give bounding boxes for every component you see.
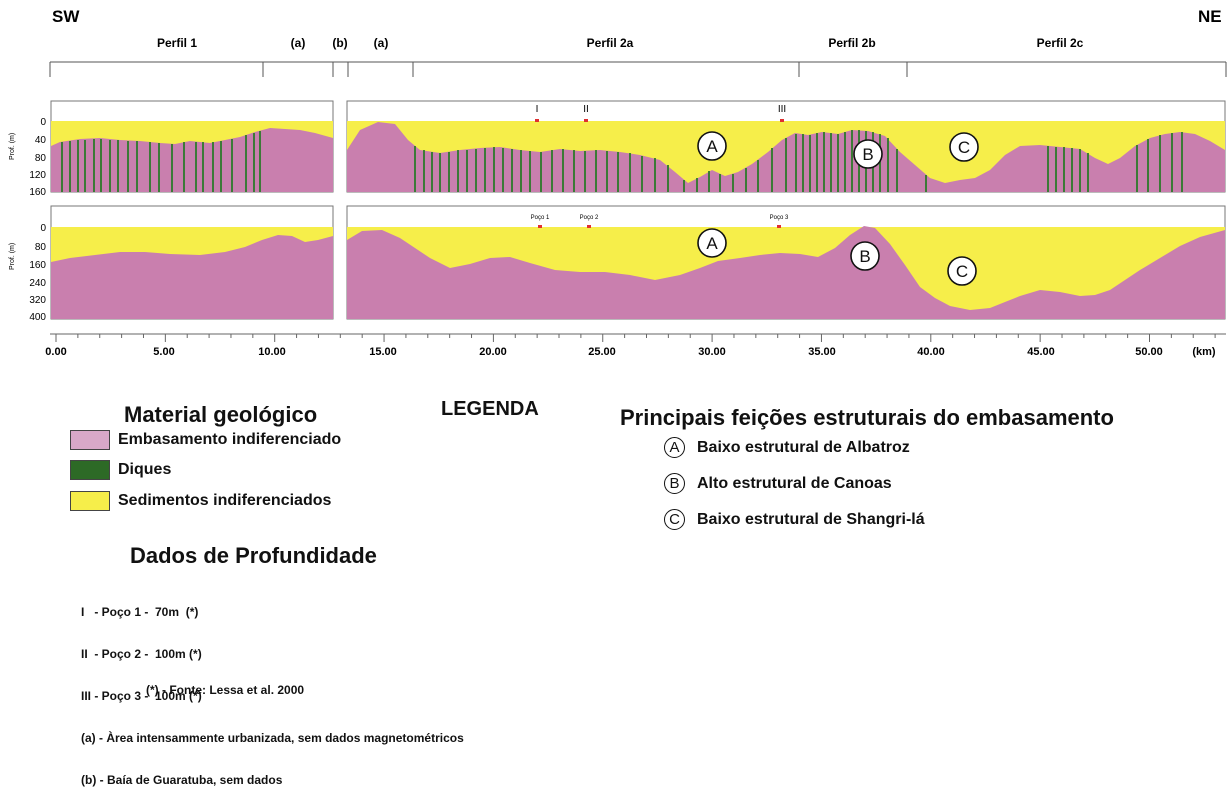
depth-line: (b) - Baía de Guaratuba, sem dados <box>81 773 283 787</box>
depth-title: Dados de Profundidade <box>130 543 377 568</box>
svg-text:0: 0 <box>40 223 46 234</box>
x-tick-20: 20.00 <box>479 346 507 358</box>
feature-a-bottom <box>697 228 727 258</box>
profile-brackets <box>49 61 1227 77</box>
top-y-label: Prof. (m) <box>9 133 16 160</box>
legend-item-basement: Embasamento indiferenciado <box>70 430 341 450</box>
depth-line: III - Poço 3 - 100m (*) <box>81 689 202 703</box>
basement-swatch <box>70 430 110 450</box>
label-a-right: (a) <box>374 36 389 50</box>
legend-struct-b: B Alto estrutural de Canoas <box>664 473 892 494</box>
label-a-left: (a) <box>291 36 306 50</box>
sw-label: SW <box>52 7 80 26</box>
feature-a-top <box>697 131 727 161</box>
x-tick-10: 10.00 <box>258 346 286 358</box>
bottom-y-label: Prof. (m) <box>9 243 16 270</box>
svg-text:80: 80 <box>35 242 47 253</box>
x-tick-0: 0.00 <box>45 346 66 358</box>
depth-line: I - Poço 1 - 70m (*) <box>81 605 199 619</box>
dikes-perfil-1 <box>61 131 261 192</box>
x-axis: 0.00 5.00 10.00 15.00 20.00 25.00 30.00 … <box>45 333 1226 358</box>
dikes-perfil-2 <box>414 130 1183 192</box>
legend-item-dikes: Diques <box>70 460 171 480</box>
legend-struct-a: A Baixo estrutural de Albatroz <box>664 437 910 458</box>
ne-label: NE <box>1198 7 1222 26</box>
top-y-axis: 0 40 80 120 160 <box>29 117 46 198</box>
svg-text:80: 80 <box>35 153 47 164</box>
x-tick-45: 45.00 <box>1027 346 1055 358</box>
x-tick-25: 25.00 <box>588 346 616 358</box>
bottom-panel: Poço 1 Poço 2 Poço 3 A B C 0 80 160 240 … <box>9 205 1226 323</box>
feature-b-bottom <box>850 241 880 271</box>
svg-text:A: A <box>706 234 718 253</box>
svg-text:C: C <box>958 138 970 157</box>
x-unit: (km) <box>1192 346 1216 358</box>
feature-b-top <box>853 139 883 169</box>
svg-text:160: 160 <box>29 187 46 198</box>
svg-text:240: 240 <box>29 278 46 289</box>
svg-text:40: 40 <box>35 135 47 146</box>
feature-c-top <box>949 132 979 162</box>
bottom-y-axis: 0 80 160 240 320 400 <box>29 223 46 323</box>
svg-text:320: 320 <box>29 295 46 306</box>
svg-text:A: A <box>706 137 718 156</box>
well-mark-i: I <box>536 104 539 115</box>
label-perfil-1: Perfil 1 <box>157 36 197 50</box>
x-tick-50: 50.00 <box>1135 346 1163 358</box>
x-tick-30: 30.00 <box>698 346 726 358</box>
struct-title: Principais feições estruturais do embasa… <box>620 405 1114 430</box>
x-tick-35: 35.00 <box>808 346 836 358</box>
well-label-poco-2: Poço 2 <box>580 215 599 221</box>
material-title: Material geológico <box>124 402 318 427</box>
legend-item-sediments: Sedimentos indiferenciados <box>70 491 331 511</box>
svg-text:400: 400 <box>29 312 46 323</box>
legend-struct-c: C Baixo estrutural de Shangri-lá <box>664 509 925 530</box>
label-perfil-2a: Perfil 2a <box>587 36 634 50</box>
svg-text:120: 120 <box>29 170 46 181</box>
well-label-poco-1: Poço 1 <box>531 215 550 221</box>
svg-text:160: 160 <box>29 260 46 271</box>
svg-text:B: B <box>862 145 873 164</box>
x-tick-5: 5.00 <box>153 346 174 358</box>
well-mark-ii: II <box>583 104 589 115</box>
label-perfil-2b: Perfil 2b <box>828 36 875 50</box>
label-b: (b) <box>332 36 347 50</box>
depth-line: II - Poço 2 - 100m (*) <box>81 647 202 661</box>
legend-title: LEGENDA <box>441 398 539 420</box>
svg-text:B: B <box>859 247 870 266</box>
well-mark-iii: III <box>778 104 786 115</box>
geologic-profile-figure: SW NE Perfil 1 (a) (b) (a) Perfil 2a Per… <box>9 7 1227 358</box>
top-panel: I II III A B C 0 40 80 120 160 Prof. (m) <box>9 100 1226 198</box>
x-tick-15: 15.00 <box>369 346 397 358</box>
source-note: (*) - Fonte: Lessa et al. 2000 <box>146 683 305 697</box>
sediments-swatch <box>70 491 110 511</box>
label-perfil-2c: Perfil 2c <box>1037 36 1084 50</box>
svg-text:0: 0 <box>40 117 46 128</box>
depth-line: (a) - Àrea intensammente urbanizada, sem… <box>81 731 464 745</box>
well-label-poco-3: Poço 3 <box>770 215 789 221</box>
svg-text:C: C <box>956 262 968 281</box>
dikes-swatch <box>70 460 110 480</box>
x-tick-40: 40.00 <box>917 346 945 358</box>
feature-c-bottom <box>947 256 977 286</box>
